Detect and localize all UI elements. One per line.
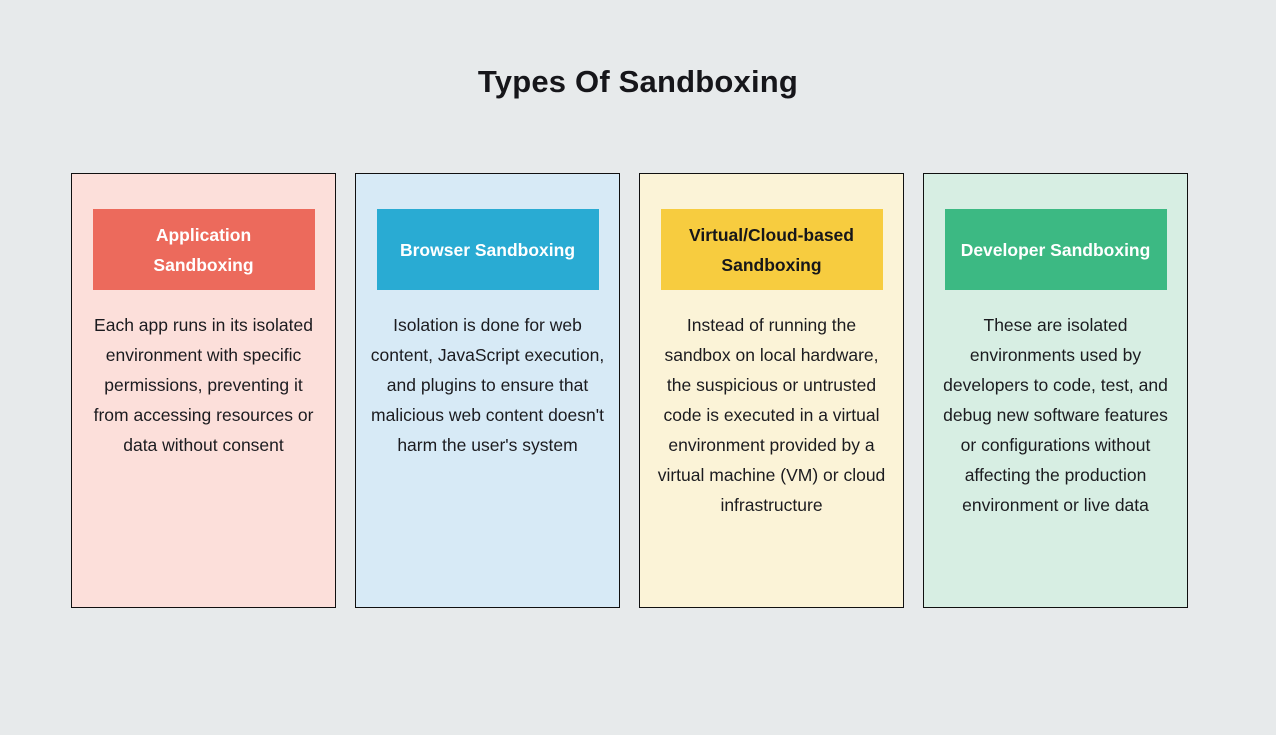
- card-header: Developer Sandboxing: [944, 209, 1167, 290]
- card-browser-sandboxing: Browser Sandboxing Isolation is done for…: [355, 173, 620, 608]
- card-description: Each app runs in its isolated environmen…: [93, 315, 314, 455]
- card-description: These are isolated environments used by …: [943, 315, 1168, 515]
- card-developer-sandboxing: Developer Sandboxing These are isolated …: [923, 173, 1188, 608]
- cards-row: Application Sandboxing Each app runs in …: [71, 173, 1188, 608]
- card-description: Instead of running the sandbox on local …: [657, 315, 886, 515]
- card-header: Virtual/Cloud-based Sandboxing: [660, 209, 883, 290]
- card-description: Isolation is done for web content, JavaS…: [370, 315, 605, 455]
- card-header: Browser Sandboxing: [376, 209, 599, 290]
- card-virtual-cloud-sandboxing: Virtual/Cloud-based Sandboxing Instead o…: [639, 173, 904, 608]
- card-application-sandboxing: Application Sandboxing Each app runs in …: [71, 173, 336, 608]
- page-title: Types Of Sandboxing: [477, 64, 799, 99]
- card-header: Application Sandboxing: [92, 209, 315, 290]
